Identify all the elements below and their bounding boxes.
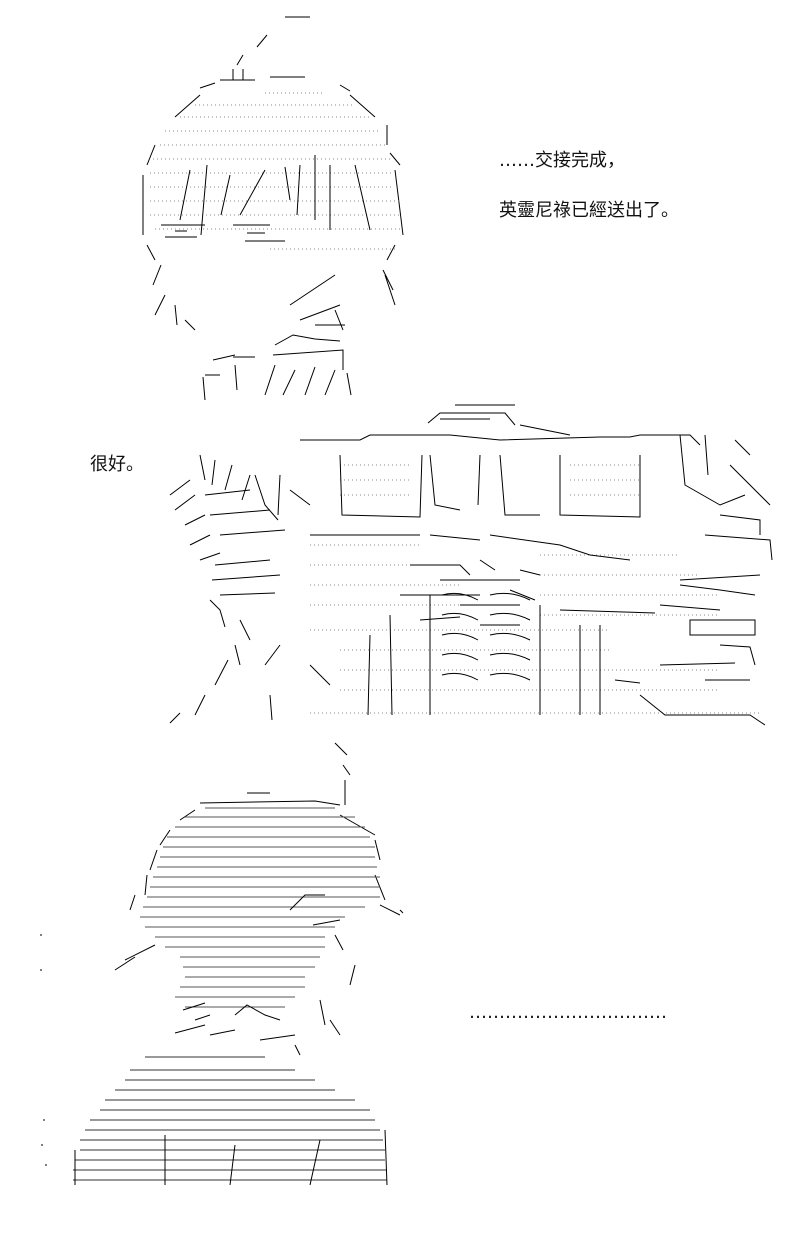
ascii-art-bottom-figure (35, 735, 415, 1195)
dialog-line-servant-sent: 英靈尼祿已經送出了。 (499, 200, 679, 221)
ascii-art-top-figure (125, 5, 430, 400)
ascii-art-middle-figure (160, 395, 775, 725)
dialog-line-handover-complete: ……交接完成， (499, 150, 625, 171)
dialog-line-ellipsis: …………………………… (469, 1002, 667, 1023)
dialog-line-very-good: 很好。 (90, 454, 144, 475)
